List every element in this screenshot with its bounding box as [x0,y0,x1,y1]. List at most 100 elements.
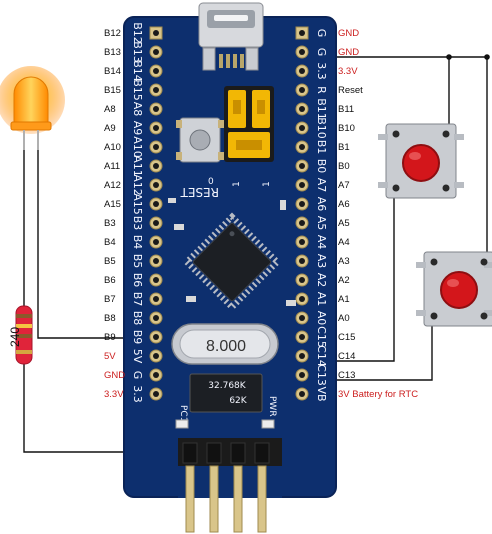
silkscreen-pin-name: B7 [131,292,144,307]
silkscreen-pin-name: A8 [131,102,144,117]
silkscreen-pin-name: A5 [315,216,328,231]
header-pin [149,83,163,97]
silkscreen-pin-name: B12 [131,22,144,44]
small-crystal-sub: 62K [229,396,247,406]
wire-junction-dot [484,54,490,60]
pin-label: A6 [338,199,350,210]
pin-labels-right: GNDGND3.3VResetB11B10B1B0A7A6A5A4A3A2A1A… [338,28,418,400]
smd-component [280,200,286,210]
usb-connector [198,2,264,71]
crystal-32k [189,373,263,413]
silkscreen-pin-name: A15 [131,193,144,215]
silkscreen-left: B12B13B14B15A8A9A10A11A12A15B3B4B5B6B7B8… [131,22,144,403]
pin-label: B0 [338,161,350,172]
push-button-2 [416,251,492,327]
silkscreen-pin-name: B11 [315,98,328,120]
pin-label: A7 [338,180,350,191]
pin-label: B14 [104,66,121,77]
wire-button2-to-a0 [302,320,433,381]
silkscreen-pin-name: B4 [131,235,144,250]
jumper-label-0: 0 [208,177,214,187]
pin-label: A0 [338,313,350,324]
header-pin [149,140,163,154]
header-pin [295,235,309,249]
pin-label: B15 [104,85,121,96]
pin-label: C14 [338,351,355,362]
resistor-value-label: 240 [8,327,22,347]
silkscreen-pin-name: B0 [315,159,328,174]
silkscreen-pin-name: VB [315,386,328,401]
header-pin [149,216,163,230]
reset-button [176,117,224,163]
silkscreen-pin-name: A10 [131,136,144,158]
silkscreen-pin-name: B15 [131,79,144,101]
header-pins-right [295,26,309,401]
silkscreen-pin-name: 5V [131,349,144,364]
header-pin [149,330,163,344]
silkscreen-pin-name: A0 [315,311,328,326]
pc13-label: PC13 [178,405,188,428]
header-pin [149,64,163,78]
pin-label: 5V [104,351,116,362]
silkscreen-pin-name: B5 [131,254,144,269]
silkscreen-pin-name: 3.3 [315,62,328,80]
pin-label: A2 [338,275,350,286]
pin-label: 3.3V [104,389,124,400]
silkscreen-pin-name: B3 [131,216,144,231]
header-pin [149,197,163,211]
wire-resistor-to-gnd [23,362,156,453]
pin-label: GND [338,47,359,58]
silkscreen-pin-name: A12 [131,174,144,196]
header-pin [149,159,163,173]
silkscreen-pin-name: A11 [131,155,144,177]
pin-label: B6 [104,275,116,286]
header-pin [149,254,163,268]
silkscreen-pin-name: B1 [315,140,328,155]
jumper-label-2: 1 [262,181,272,187]
silkscreen-pin-name: B8 [131,311,144,326]
pwr-label: PWR [267,396,277,417]
header-pin [295,26,309,40]
header-pin [295,83,309,97]
pin-label: A8 [104,104,116,115]
header-pin [295,368,309,382]
silkscreen-pin-name: A6 [315,197,328,212]
header-pin [295,273,309,287]
swd-header [178,438,282,533]
silkscreen-pin-name: G [315,48,328,57]
pin-label: GND [104,370,125,381]
silkscreen-pin-name: C15 [315,326,328,348]
header-pin [149,368,163,382]
silkscreen-pin-name: B9 [131,330,144,345]
pin-label: B3 [104,218,116,229]
header-pin [149,292,163,306]
silkscreen-pin-name: B10 [315,117,328,139]
header-pin [295,254,309,268]
header-pin [295,349,309,363]
silkscreen-pin-name: A1 [315,292,328,307]
pin-label: 3.3V [338,66,358,77]
silkscreen-pin-name: A9 [131,121,144,136]
header-pin [149,121,163,135]
pin-label: B13 [104,47,121,58]
silkscreen-right: GG3.3RB11B10B1B0A7A6A5A4A3A2A1A0C15C14C1… [315,29,328,402]
header-pin [149,349,163,363]
boot-jumpers [224,86,274,162]
smd-component [186,296,196,302]
header-pin [295,292,309,306]
silkscreen-pin-name: A4 [315,235,328,250]
silkscreen-pin-name: A2 [315,273,328,288]
board-led-pc13 [175,419,189,429]
silkscreen-pin-name: G [131,371,144,380]
header-pin [295,159,309,173]
pin-label: B1 [338,142,350,153]
silkscreen-pin-name: R [315,86,328,94]
pin-label: A12 [104,180,121,191]
pin-label: A3 [338,256,350,267]
header-pin [295,311,309,325]
pin-label: C13 [338,370,355,381]
pin-label: A1 [338,294,350,305]
pin-label: B8 [104,313,116,324]
pin-label: A5 [338,218,350,229]
header-pin [149,102,163,116]
